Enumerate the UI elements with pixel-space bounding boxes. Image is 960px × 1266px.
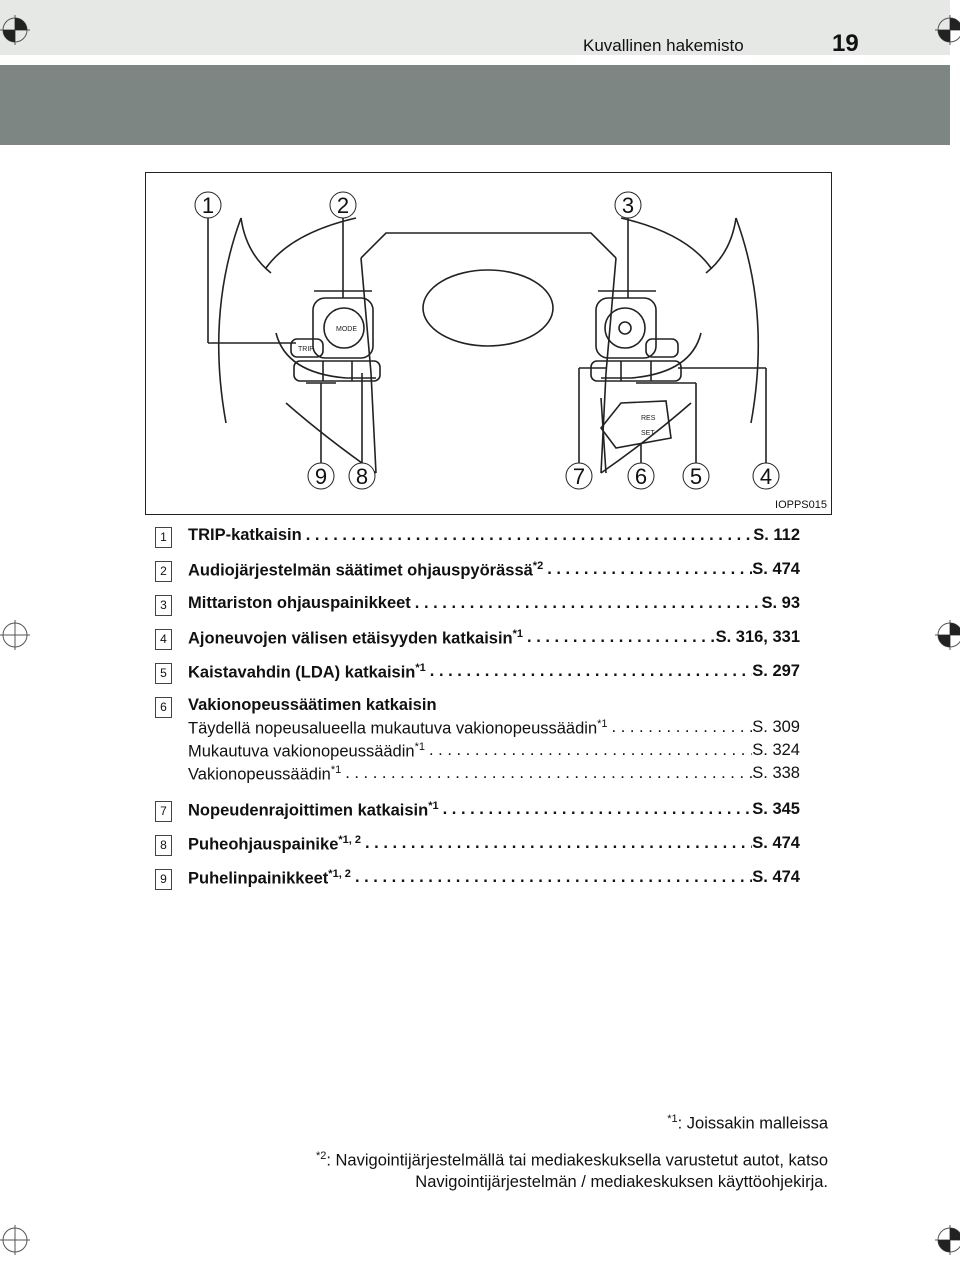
callout-4: 4 (760, 464, 772, 489)
page-reference[interactable]: S. 324 (752, 741, 800, 759)
footnote-2-mark: *2 (315, 1149, 327, 1162)
item-number-badge: 8 (155, 835, 172, 856)
footnote-marker: *1 (597, 718, 608, 730)
page-reference[interactable]: S. 474 (752, 560, 800, 578)
footnote-marker: *1 (512, 628, 524, 640)
list-item: 8 Puheohjauspainike*1, 2 S. 474 (150, 830, 800, 864)
mode-button-label: MODE (336, 326, 357, 333)
callout-1: 1 (202, 193, 214, 218)
footnote-2: *2: Navigointijärjestelmällä tai mediake… (316, 1145, 828, 1194)
sub-item-label: Täydellä nopeusalueella mukautuva vakion… (188, 719, 598, 738)
list-item: 9 Puhelinpainikkeet*1, 2 S. 474 (150, 864, 800, 898)
header-band (0, 65, 950, 145)
set-label: SET (641, 430, 655, 437)
list-item: 1 TRIP-katkaisin S. 112 (150, 522, 800, 556)
footnote-1: *1: Joissakin malleissa (316, 1108, 828, 1135)
list-item: 3 Mittariston ohjauspainikkeet S. 93 (150, 590, 800, 624)
footnotes: *1: Joissakin malleissa *2: Navigointijä… (316, 1108, 828, 1193)
list-item: 5 Kaistavahdin (LDA) katkaisin*1 S. 297 (150, 658, 800, 692)
page-reference[interactable]: S. 297 (752, 662, 800, 680)
item-label: Nopeudenrajoittimen katkaisin (188, 801, 429, 820)
footnote-marker: *1 (414, 741, 425, 753)
steering-wheel-illustration: TRIP MODE RES SET 1 2 3 4 5 6 7 8 9 (194, 191, 780, 490)
list-item: 4 Ajoneuvojen välisen etäisyyden katkais… (150, 624, 800, 658)
page-reference[interactable]: S. 93 (761, 594, 800, 612)
page-reference[interactable]: S. 338 (752, 764, 800, 782)
callout-7: 7 (573, 464, 585, 489)
list-item: 7 Nopeudenrajoittimen katkaisin*1 S. 345 (150, 796, 800, 830)
item-label: Ajoneuvojen välisen etäisyyden katkaisin (188, 629, 513, 648)
trip-button-label: TRIP (298, 346, 314, 353)
sub-item: Täydellä nopeusalueella mukautuva vakion… (188, 718, 800, 738)
item-number-badge: 4 (155, 629, 172, 650)
callout-9: 9 (315, 464, 327, 489)
page-edge (950, 0, 960, 1266)
item-number-badge: 5 (155, 663, 172, 684)
sub-item: Mukautuva vakionopeussäädin*1 . . . . . … (188, 741, 800, 761)
page-reference[interactable]: S. 474 (752, 834, 800, 852)
callout-3: 3 (622, 193, 634, 218)
item-number-badge: 9 (155, 869, 172, 890)
figure-code: IOPPS015 (775, 499, 827, 511)
footnote-2-line-2: Navigointijärjestelmän / mediakeskuksen … (415, 1173, 828, 1191)
item-label: Kaistavahdin (LDA) katkaisin (188, 663, 416, 682)
page-header-title: Kuvallinen hakemisto (583, 36, 744, 55)
callout-5: 5 (690, 464, 702, 489)
item-label: Audiojärjestelmän säätimet ohjauspyöräss… (188, 561, 533, 580)
list-item: 6 Vakionopeussäätimen katkaisin Täydellä… (150, 692, 800, 796)
item-list: 1 TRIP-katkaisin S. 112 2 Audiojärjestel… (150, 522, 800, 898)
page-reference[interactable]: S. 316, 331 (715, 628, 800, 646)
page-reference[interactable]: S. 474 (752, 868, 800, 886)
item-label: Mittariston ohjauspainikkeet (188, 594, 411, 612)
sub-item: Vakionopeussäädin*1 . . . . . . . . . . … (188, 764, 800, 784)
footnote-marker: *1 (330, 764, 342, 776)
footnote-marker: *1, 2 (338, 834, 362, 846)
footnote-marker: *1, 2 (328, 868, 351, 880)
footnote-marker: *1 (415, 662, 426, 674)
sub-item-label: Vakionopeussäädin (188, 765, 331, 784)
callout-8: 8 (356, 464, 368, 489)
page-reference[interactable]: S. 309 (752, 718, 800, 736)
footnote-marker: *2 (532, 560, 544, 572)
item-number-badge: 2 (155, 561, 172, 582)
item-label: Puhelinpainikkeet (188, 869, 329, 888)
callout-6: 6 (635, 464, 647, 489)
header-strip (0, 0, 960, 65)
page-reference[interactable]: S. 112 (753, 526, 800, 544)
item-label: TRIP-katkaisin (188, 526, 302, 544)
callout-2: 2 (337, 193, 349, 218)
item-number-badge: 7 (155, 801, 172, 822)
page-number: 19 (832, 30, 859, 57)
item-number-badge: 6 (155, 697, 172, 718)
footnote-2-line-1: : Navigointijärjestelmällä tai mediakesk… (326, 1151, 828, 1169)
list-item: 2 Audiojärjestelmän säätimet ohjauspyörä… (150, 556, 800, 590)
steering-wheel-figure: TRIP MODE RES SET 1 2 3 4 5 6 7 8 9 IOPP… (145, 172, 832, 515)
page-reference[interactable]: S. 345 (752, 800, 800, 818)
sub-item-label: Mukautuva vakionopeussäädin (188, 742, 415, 761)
res-label: RES (641, 415, 656, 422)
item-label: Vakionopeussäätimen katkaisin (188, 696, 437, 714)
item-number-badge: 3 (155, 595, 172, 616)
footnote-1-text: : Joissakin malleissa (677, 1114, 828, 1133)
footnote-1-mark: *1 (667, 1113, 678, 1125)
footnote-marker: *1 (428, 800, 439, 812)
item-number-badge: 1 (155, 527, 172, 548)
item-label: Puheohjauspainike (188, 835, 339, 854)
